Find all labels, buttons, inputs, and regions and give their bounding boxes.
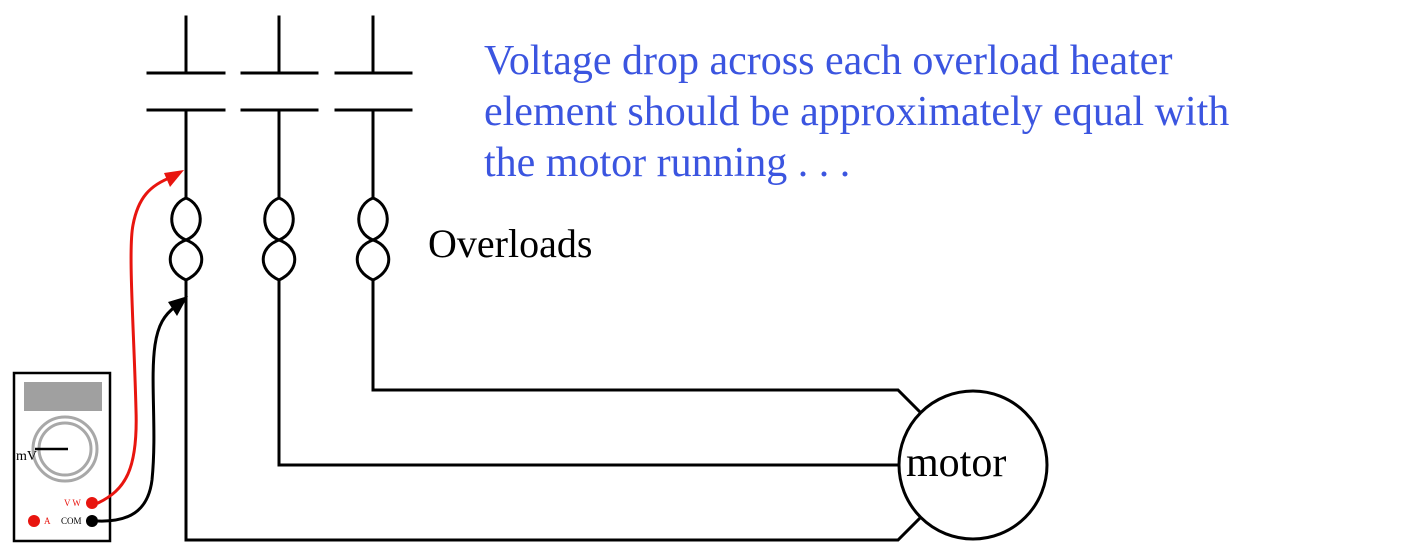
- explanation-text: Voltage drop across each overload heater…: [484, 36, 1384, 189]
- overload-heater-1: [168, 196, 204, 282]
- multimeter-display: [24, 382, 102, 411]
- multimeter-dial-outer: [31, 415, 99, 483]
- red-lead-arrow: [164, 170, 184, 187]
- contact-pole-3: [334, 15, 413, 112]
- jack-a[interactable]: [28, 515, 40, 527]
- motor-wires: [184, 278, 924, 542]
- overload-heaters: [168, 196, 391, 282]
- explanation-line-3: the motor running . . .: [484, 140, 851, 186]
- multimeter: [12, 371, 112, 543]
- explanation-line-1: Voltage drop across each overload heater: [484, 38, 1173, 84]
- explanation-line-2: element should be approximately equal wi…: [484, 89, 1230, 135]
- jack-a-label: A: [44, 516, 51, 526]
- jack-vw[interactable]: [86, 497, 98, 509]
- overload-heater-2: [261, 196, 297, 282]
- contactor-contacts: [146, 15, 413, 112]
- motor-symbol: [897, 389, 1049, 541]
- motor-label: motor: [906, 440, 1007, 486]
- jack-com[interactable]: [86, 515, 98, 527]
- contact-pole-1: [146, 15, 226, 112]
- test-leads: [96, 170, 188, 523]
- jack-vw-label: V W: [64, 498, 81, 508]
- overload-heater-3: [355, 196, 391, 282]
- black-test-lead[interactable]: [96, 304, 178, 523]
- jack-com-label: COM: [61, 516, 82, 526]
- meter-unit-label: mV: [16, 449, 37, 464]
- upper-wires: [184, 108, 375, 200]
- red-test-lead[interactable]: [96, 175, 174, 505]
- contact-pole-2: [240, 15, 319, 112]
- black-lead-arrow: [168, 296, 188, 316]
- overloads-label: Overloads: [428, 221, 593, 266]
